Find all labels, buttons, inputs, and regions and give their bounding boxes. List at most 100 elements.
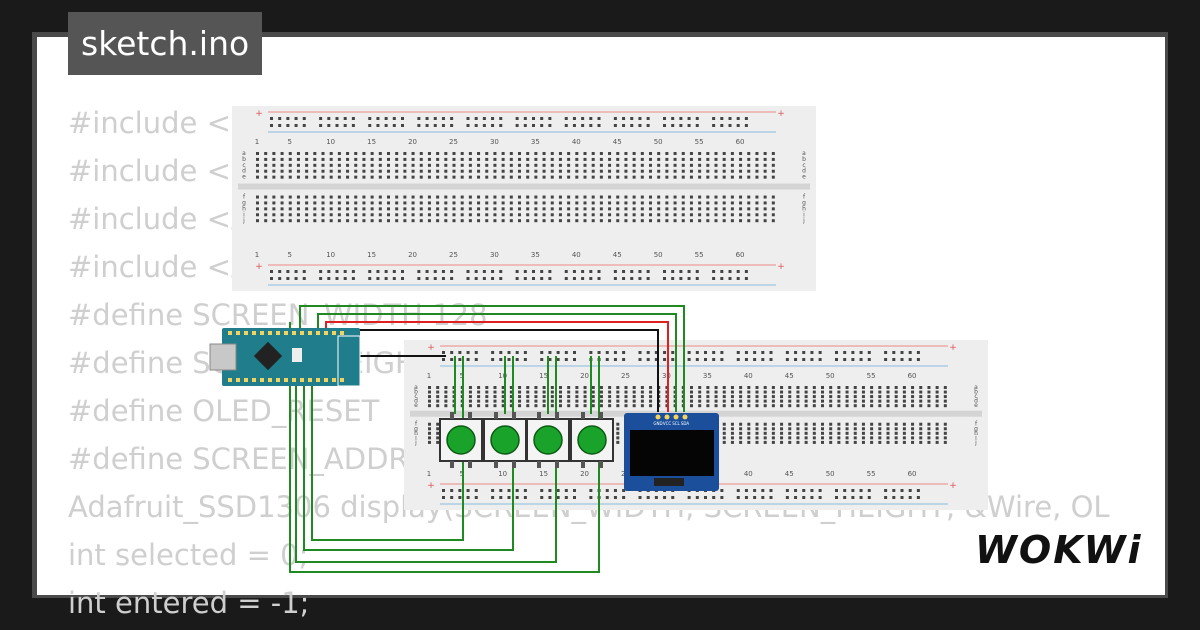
hole — [591, 386, 595, 389]
hole — [902, 431, 906, 435]
hole — [436, 404, 440, 408]
rail-hole — [654, 496, 658, 499]
hole — [280, 207, 284, 211]
hole — [591, 404, 595, 408]
hole — [583, 195, 587, 199]
hole — [919, 404, 923, 408]
rail-hole — [597, 124, 601, 127]
hole — [403, 169, 407, 173]
hole — [837, 436, 841, 440]
hole — [837, 422, 841, 426]
rail-hole — [622, 124, 626, 127]
hole — [599, 213, 603, 217]
rail-hole — [638, 117, 642, 120]
hole — [370, 195, 374, 199]
hole — [599, 404, 603, 408]
hole — [288, 175, 292, 179]
hole — [870, 422, 874, 426]
microcontroller-chip — [253, 341, 283, 371]
hole — [321, 207, 325, 211]
hole — [796, 422, 800, 426]
hole — [902, 427, 906, 431]
hole — [624, 201, 628, 205]
hole — [894, 422, 898, 426]
hole — [739, 427, 743, 431]
hole — [264, 175, 268, 179]
hole — [378, 169, 382, 173]
hole — [305, 219, 309, 223]
hole — [567, 386, 571, 389]
rail-hole — [392, 277, 396, 280]
hole — [730, 386, 734, 389]
hole — [468, 395, 472, 399]
hole — [436, 395, 440, 399]
oled-pin — [682, 414, 688, 420]
hole — [624, 157, 628, 161]
hole — [362, 207, 366, 211]
hole — [730, 163, 734, 167]
oled-pin — [655, 414, 661, 420]
nano-pin — [308, 331, 312, 335]
hole — [542, 195, 546, 199]
rail-hole — [613, 117, 617, 120]
hole — [657, 152, 661, 155]
push-button[interactable] — [483, 412, 527, 468]
hole — [911, 440, 915, 444]
hole — [755, 201, 759, 205]
hole — [886, 399, 890, 403]
hole — [878, 436, 882, 440]
hole — [657, 195, 661, 199]
hole — [575, 386, 579, 389]
hole — [894, 436, 898, 440]
row-letter: d — [974, 398, 978, 405]
hole — [468, 163, 472, 167]
rail-hole — [908, 496, 912, 499]
rail-hole — [474, 358, 478, 361]
rail-hole — [466, 351, 470, 354]
hole — [501, 152, 505, 155]
rail-hole — [491, 124, 495, 127]
hole — [911, 404, 915, 408]
hole — [649, 386, 653, 389]
hole — [616, 390, 620, 394]
hole — [526, 219, 530, 223]
hole — [346, 157, 350, 161]
column-number: 15 — [367, 251, 376, 259]
hole — [526, 157, 530, 161]
hole — [542, 163, 546, 167]
push-button[interactable] — [570, 412, 614, 468]
hole — [427, 163, 431, 167]
hole — [649, 163, 652, 167]
hole — [583, 399, 587, 403]
push-button[interactable] — [526, 412, 570, 468]
hole — [878, 431, 882, 435]
rail-hole — [278, 277, 282, 280]
rail-hole — [704, 496, 707, 499]
hole — [550, 157, 554, 161]
file-name-tab[interactable]: sketch.ino — [68, 12, 263, 75]
hole — [649, 395, 653, 399]
hole — [681, 152, 685, 155]
hole — [288, 157, 292, 161]
hole — [428, 422, 431, 426]
hole — [616, 219, 620, 223]
hole — [927, 390, 931, 394]
hole — [534, 219, 538, 223]
hole — [354, 175, 358, 179]
rail-hole — [695, 351, 699, 354]
hole — [788, 404, 792, 408]
hole — [296, 157, 300, 161]
hole — [755, 169, 759, 173]
rail-hole — [613, 489, 617, 492]
rail-plus: + — [255, 109, 263, 119]
rail-hole — [687, 270, 691, 273]
push-button[interactable] — [439, 412, 483, 468]
rail-hole — [548, 124, 552, 127]
rail-hole — [548, 277, 552, 280]
hole — [296, 152, 300, 155]
hole — [788, 422, 792, 426]
hole — [739, 440, 743, 444]
hole — [444, 213, 448, 217]
hole — [452, 195, 456, 199]
